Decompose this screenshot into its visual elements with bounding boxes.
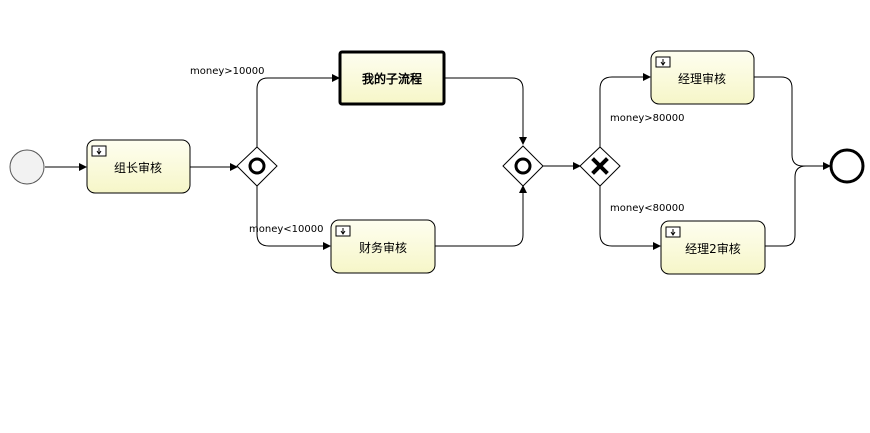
sequence-flows	[45, 73, 831, 250]
inclusive-gateway-split[interactable]	[236, 146, 278, 187]
flow-gateway1-to-subprocess[interactable]	[256, 74, 340, 148]
inclusive-gateway-icon	[248, 157, 266, 175]
task-finance-review[interactable]: 财务审核	[330, 219, 436, 274]
task-label: 经理2审核	[685, 241, 741, 256]
task-label: 组长审核	[114, 160, 162, 175]
user-task-icon	[655, 56, 671, 68]
flow-gateway3-to-manager2[interactable]	[599, 185, 661, 250]
flow-subprocess-to-gateway2[interactable]	[444, 77, 527, 145]
start-event[interactable]	[9, 149, 45, 185]
exclusive-gateway[interactable]	[579, 146, 621, 187]
end-event[interactable]	[829, 148, 865, 184]
condition-label-money-gt-10000: money>10000	[190, 66, 264, 77]
flow-gateway3-to-manager[interactable]	[599, 73, 651, 147]
task-label: 经理审核	[678, 71, 726, 86]
flow-finance-to-gateway2[interactable]	[435, 185, 527, 247]
task-manager-review[interactable]: 经理审核	[650, 50, 755, 105]
user-task-icon	[665, 226, 681, 238]
subprocess-my-subprocess[interactable]: 我的子流程	[338, 50, 446, 106]
user-task-icon	[91, 145, 107, 157]
user-task-icon	[335, 225, 351, 237]
flow-manager2-to-end[interactable]	[765, 165, 830, 247]
condition-label-money-lt-10000: money<10000	[249, 224, 323, 235]
task-manager2-review[interactable]: 经理2审核	[660, 220, 766, 275]
exclusive-gateway-x-icon	[591, 157, 609, 175]
subprocess-label: 我的子流程	[362, 71, 422, 86]
condition-label-money-gt-80000: money>80000	[610, 113, 684, 124]
inclusive-gateway-join[interactable]	[502, 145, 544, 187]
inclusive-gateway-icon	[514, 157, 532, 175]
task-label: 财务审核	[359, 240, 407, 255]
flow-gateway1-to-finance[interactable]	[256, 186, 331, 250]
condition-label-money-lt-80000: money<80000	[610, 203, 684, 214]
flow-manager-to-end[interactable]	[754, 76, 831, 170]
task-group-leader-review[interactable]: 组长审核	[86, 139, 191, 194]
